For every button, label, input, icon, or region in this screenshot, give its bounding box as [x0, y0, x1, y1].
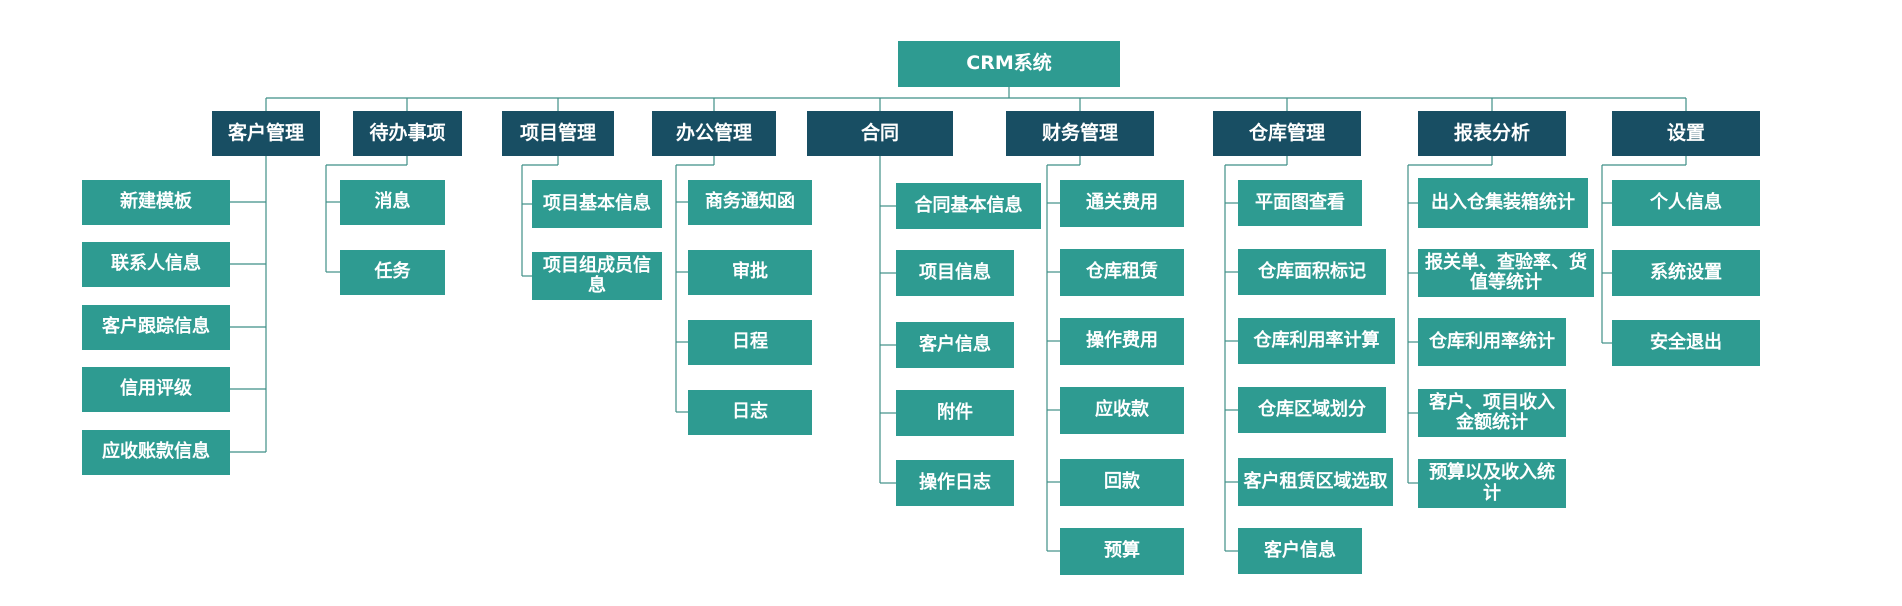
leaf-messages: 消息 [340, 180, 445, 225]
leaf-area-marking: 仓库面积标记 [1238, 249, 1386, 295]
leaf-personal-info: 个人信息 [1612, 180, 1760, 226]
leaf-utilization-stats: 仓库利用率统计 [1418, 318, 1566, 366]
leaf-business-notice: 商务通知函 [688, 180, 812, 225]
leaf-contract-basic-info: 合同基本信息 [896, 183, 1041, 229]
category-office-management: 办公管理 [652, 111, 776, 156]
category-settings: 设置 [1612, 111, 1760, 156]
leaf-system-settings: 系统设置 [1612, 250, 1760, 296]
leaf-budget: 预算 [1060, 528, 1184, 575]
leaf-customs-fee: 通关费用 [1060, 180, 1184, 227]
leaf-project-members-info: 项目组成员信息 [532, 252, 662, 300]
category-todo: 待办事项 [353, 111, 462, 156]
leaf-payment-received: 回款 [1060, 459, 1184, 506]
leaf-customer-zone-selection: 客户租赁区域选取 [1238, 458, 1393, 506]
leaf-project-basic-info: 项目基本信息 [532, 180, 662, 228]
leaf-zone-division: 仓库区域划分 [1238, 387, 1386, 433]
leaf-approval: 审批 [688, 250, 812, 295]
leaf-new-template: 新建模板 [82, 180, 230, 225]
leaf-warehouse-rent: 仓库租赁 [1060, 249, 1184, 296]
leaf-customs-declaration-stats: 报关单、查验率、货值等统计 [1418, 249, 1594, 297]
leaf-contact-info: 联系人信息 [82, 242, 230, 287]
leaf-log: 日志 [688, 390, 812, 435]
leaf-warehouse-customer-info: 客户信息 [1238, 528, 1362, 574]
leaf-contract-project-info: 项目信息 [896, 250, 1014, 296]
leaf-receivable: 应收款 [1060, 387, 1184, 434]
leaf-operation-log: 操作日志 [896, 460, 1014, 506]
category-finance-management: 财务管理 [1006, 111, 1154, 156]
category-report-analysis: 报表分析 [1418, 111, 1566, 156]
leaf-utilization-calc: 仓库利用率计算 [1238, 318, 1395, 364]
category-customer-management: 客户管理 [212, 111, 320, 156]
leaf-floor-plan-view: 平面图查看 [1238, 180, 1362, 226]
category-contract: 合同 [807, 111, 953, 156]
leaf-receivables-info: 应收账款信息 [82, 430, 230, 475]
leaf-operation-fee: 操作费用 [1060, 318, 1184, 365]
leaf-safe-exit: 安全退出 [1612, 320, 1760, 366]
leaf-contract-customer-info: 客户信息 [896, 322, 1014, 368]
leaf-budget-revenue-stats: 预算以及收入统计 [1418, 459, 1566, 508]
category-project-management: 项目管理 [502, 111, 614, 156]
leaf-credit-rating: 信用评级 [82, 367, 230, 412]
leaf-customer-tracking: 客户跟踪信息 [82, 305, 230, 350]
root-node: CRM系统 [898, 41, 1120, 87]
leaf-container-stats: 出入仓集装箱统计 [1418, 178, 1588, 228]
leaf-revenue-stats: 客户、项目收入金额统计 [1418, 389, 1566, 437]
leaf-tasks: 任务 [340, 250, 445, 295]
category-warehouse-management: 仓库管理 [1213, 111, 1361, 156]
leaf-attachment: 附件 [896, 390, 1014, 436]
leaf-schedule: 日程 [688, 320, 812, 365]
